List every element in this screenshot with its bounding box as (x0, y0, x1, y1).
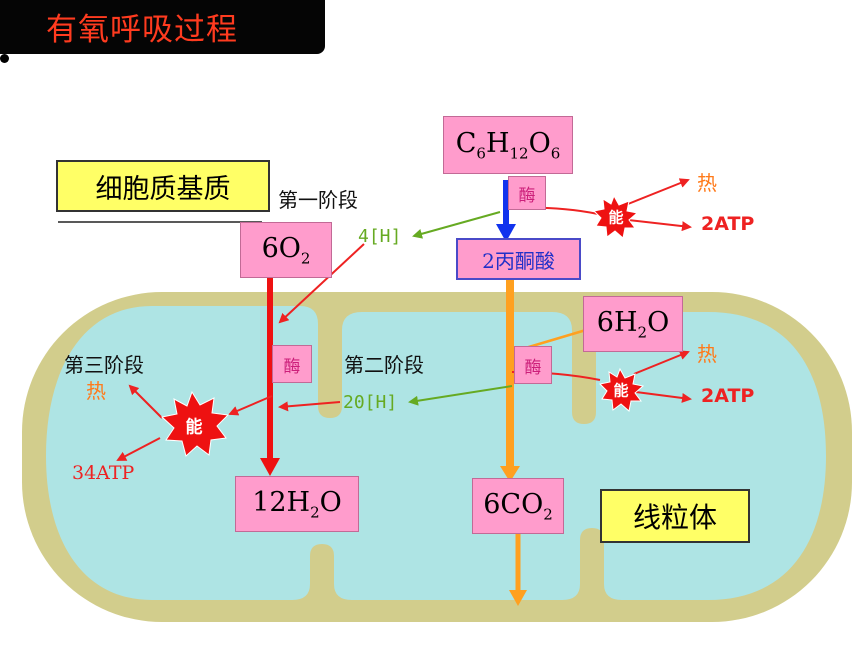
hydrogen2-to-chain-arrow (278, 401, 341, 412)
title-banner: 有氧呼吸过程 (0, 0, 325, 54)
co2-formula: 6CO2 (483, 488, 553, 524)
stage3-label: 第三阶段 (64, 353, 144, 377)
stage3-enzyme-label: 酶 (283, 356, 301, 377)
stage2-atp-arrow (635, 391, 692, 403)
stage3-energy-line (228, 395, 273, 416)
stage3-atp-arrow (116, 437, 161, 461)
stage1-heat-label: 热 (697, 171, 717, 195)
mitochondrion-label: 线粒体 (600, 489, 750, 543)
co2-box: 6CO2 (472, 478, 564, 534)
hydrogen1-to-chain-arrow (278, 243, 365, 324)
stage2-hydrogen-arrow (408, 385, 513, 406)
glucose-box: C6H12O6 (443, 116, 573, 174)
stage3-heat-label: 热 (86, 379, 106, 403)
water-output-formula: 12H2O (252, 486, 342, 522)
stage3-heat-arrow (128, 384, 163, 419)
stage2-heat-arrow (633, 350, 690, 375)
stage2-heat-label: 热 (697, 342, 717, 366)
stage3-energy-star (160, 390, 230, 457)
stage1-heat-arrow (627, 178, 690, 205)
stage1-hydrogen-label: 4[H] (358, 226, 402, 247)
glucose-formula: C6H12O6 (455, 127, 561, 163)
stage3-energy-label: 能 (185, 417, 203, 438)
glucose-to-pyruvate-arrowhead (496, 224, 516, 242)
stage2-energy-star (598, 367, 645, 412)
stage1-energy-label: 能 (608, 208, 624, 227)
stage2-label: 第二阶段 (344, 353, 424, 377)
stage1-enzyme-box: 酶 (508, 176, 546, 210)
stage2-enzyme-box: 酶 (514, 346, 552, 384)
stage1-atp-label: 2ATP (701, 213, 755, 235)
title-dot (0, 54, 9, 63)
oxygen-formula: 6O2 (261, 232, 311, 268)
stage1-enzyme-label: 酶 (518, 185, 536, 206)
stage1-atp-arrow (627, 219, 692, 232)
stage2-hydrogen-label: 20[H] (343, 392, 398, 413)
stage3-atp-label: 34ATP (72, 462, 135, 484)
co2-release-arrowhead (509, 590, 527, 606)
cytoplasm-label-text: 细胞质基质 (95, 173, 231, 205)
cytoplasm-label: 细胞质基质 (56, 160, 270, 212)
stage2-energy-label: 能 (613, 381, 629, 400)
oxygen-box: 6O2 (240, 222, 332, 278)
stage1-label: 第一阶段 (278, 188, 358, 212)
water-output-box: 12H2O (235, 476, 359, 532)
pyruvate-box: 2丙酮酸 (456, 238, 581, 280)
oxygen-to-water-arrowhead (260, 458, 280, 476)
stage2-atp-label: 2ATP (701, 385, 755, 407)
water-input-formula: 6H2O (596, 306, 670, 342)
water-input-box: 6H2O (583, 296, 683, 352)
pyruvate-label: 2丙酮酸 (482, 248, 555, 273)
stage2-enzyme-label: 酶 (524, 357, 542, 378)
pyruvate-to-co2-arrowhead (500, 466, 520, 482)
stage1-hydrogen-arrow (412, 211, 501, 239)
page-title: 有氧呼吸过程 (46, 12, 238, 48)
mitochondrion-label-text: 线粒体 (632, 501, 717, 534)
stage3-enzyme-box: 酶 (272, 345, 312, 383)
stage1-energy-star (592, 194, 639, 239)
